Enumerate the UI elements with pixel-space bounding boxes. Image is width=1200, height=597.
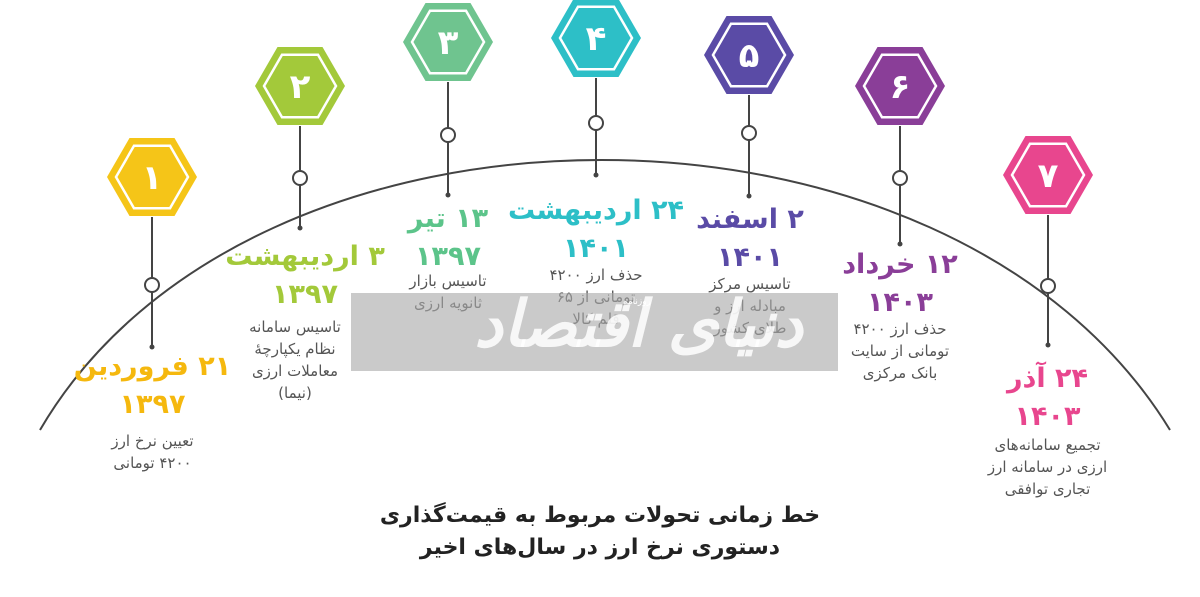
connector-end-dot — [897, 241, 903, 247]
milestone-number: ۵ — [739, 36, 760, 76]
milestone-date: ۲۴ اردیبهشت ۱۴۰۱ — [507, 195, 685, 264]
milestone-description: حذف ارز ۴۲۰۰ تومانی از سایت بانک مرکزی — [850, 320, 950, 382]
connector-end-dot — [593, 172, 599, 178]
connector-end-dot — [445, 192, 451, 198]
hexagon-inner-outline — [262, 53, 338, 119]
timeline-node-circle — [741, 125, 757, 141]
watermark-text: دنیای اقتصاد — [474, 287, 803, 362]
hexagon-inner-outline — [114, 144, 190, 210]
hexagon-badge — [1003, 136, 1093, 214]
milestone-2: ۲ — [255, 47, 345, 231]
timeline-node-circle — [892, 170, 908, 186]
milestone-description: تاسیس سامانه نظام یکپارچهٔ معاملات ارزی … — [249, 318, 341, 402]
milestone-number: ۶ — [890, 67, 911, 107]
watermark: دنیای اقتصاد روزنامه — [351, 287, 838, 371]
milestone-nodes: ۱ ۲ ۳ ۴ ۵ ۶ ۷ — [107, 0, 1093, 350]
milestone-description: تعیین نرخ ارز ۴۲۰۰ تومانی — [111, 432, 194, 472]
connector-end-dot — [297, 225, 303, 231]
milestone-7: ۷ — [1003, 136, 1093, 348]
hexagon-inner-outline — [862, 53, 938, 119]
milestone-1: ۱ — [107, 138, 197, 350]
milestone-number: ۳ — [438, 23, 459, 63]
connector-end-dot — [1045, 342, 1051, 348]
hexagon-badge — [255, 47, 345, 125]
hexagon-badge — [551, 0, 641, 77]
timeline-node-circle — [292, 170, 308, 186]
watermark-small-text: روزنامه — [623, 297, 651, 307]
hexagon-badge — [704, 16, 794, 94]
milestone-date: ۱۲ خرداد ۱۴۰۳ — [842, 249, 958, 318]
milestone-date: ۱۳ تیر ۱۳۹۷ — [407, 203, 489, 272]
timeline-node-circle — [440, 127, 456, 143]
milestone-date: ۳ اردیبهشت ۱۳۹۷ — [225, 241, 385, 310]
connector-end-dot — [149, 344, 155, 350]
connector-end-dot — [746, 193, 752, 199]
milestone-3: ۳ — [403, 3, 493, 198]
timeline-node-circle — [588, 115, 604, 131]
milestone-date: ۲۱ فروردین ۱۳۹۷ — [73, 351, 232, 420]
timeline-node-circle — [144, 277, 160, 293]
milestone-date: ۲ اسفند ۱۴۰۱ — [696, 204, 804, 273]
hexagon-inner-outline — [1010, 142, 1086, 208]
title-line-1: خط زمانی تحولات مربوط به قیمت‌گذاری — [379, 503, 821, 528]
hexagon-inner-outline — [410, 9, 486, 75]
diagram-title: خط زمانی تحولات مربوط به قیمت‌گذاری دستو… — [300, 500, 900, 564]
milestone-number: ۲ — [290, 67, 311, 107]
milestone-6: ۶ — [855, 47, 945, 247]
hexagon-inner-outline — [558, 5, 634, 71]
milestone-5: ۵ — [704, 16, 794, 199]
title-line-2: دستوری نرخ ارز در سال‌های اخیر — [419, 535, 781, 560]
timeline-arc — [39, 159, 1171, 431]
timeline-node-circle — [1040, 278, 1056, 294]
milestone-date: ۲۴ آذر ۱۴۰۳ — [1006, 363, 1089, 432]
milestone-number: ۱ — [142, 158, 163, 198]
milestone-number: ۴ — [586, 19, 607, 59]
milestone-number: ۷ — [1038, 156, 1059, 196]
hexagon-badge — [855, 47, 945, 125]
hexagon-badge — [107, 138, 197, 216]
milestone-description: تجمیع سامانه‌های ارزی در سامانه ارز تجار… — [987, 436, 1108, 498]
milestone-4: ۴ — [551, 0, 641, 178]
hexagon-badge — [403, 3, 493, 81]
hexagon-inner-outline — [711, 22, 787, 88]
